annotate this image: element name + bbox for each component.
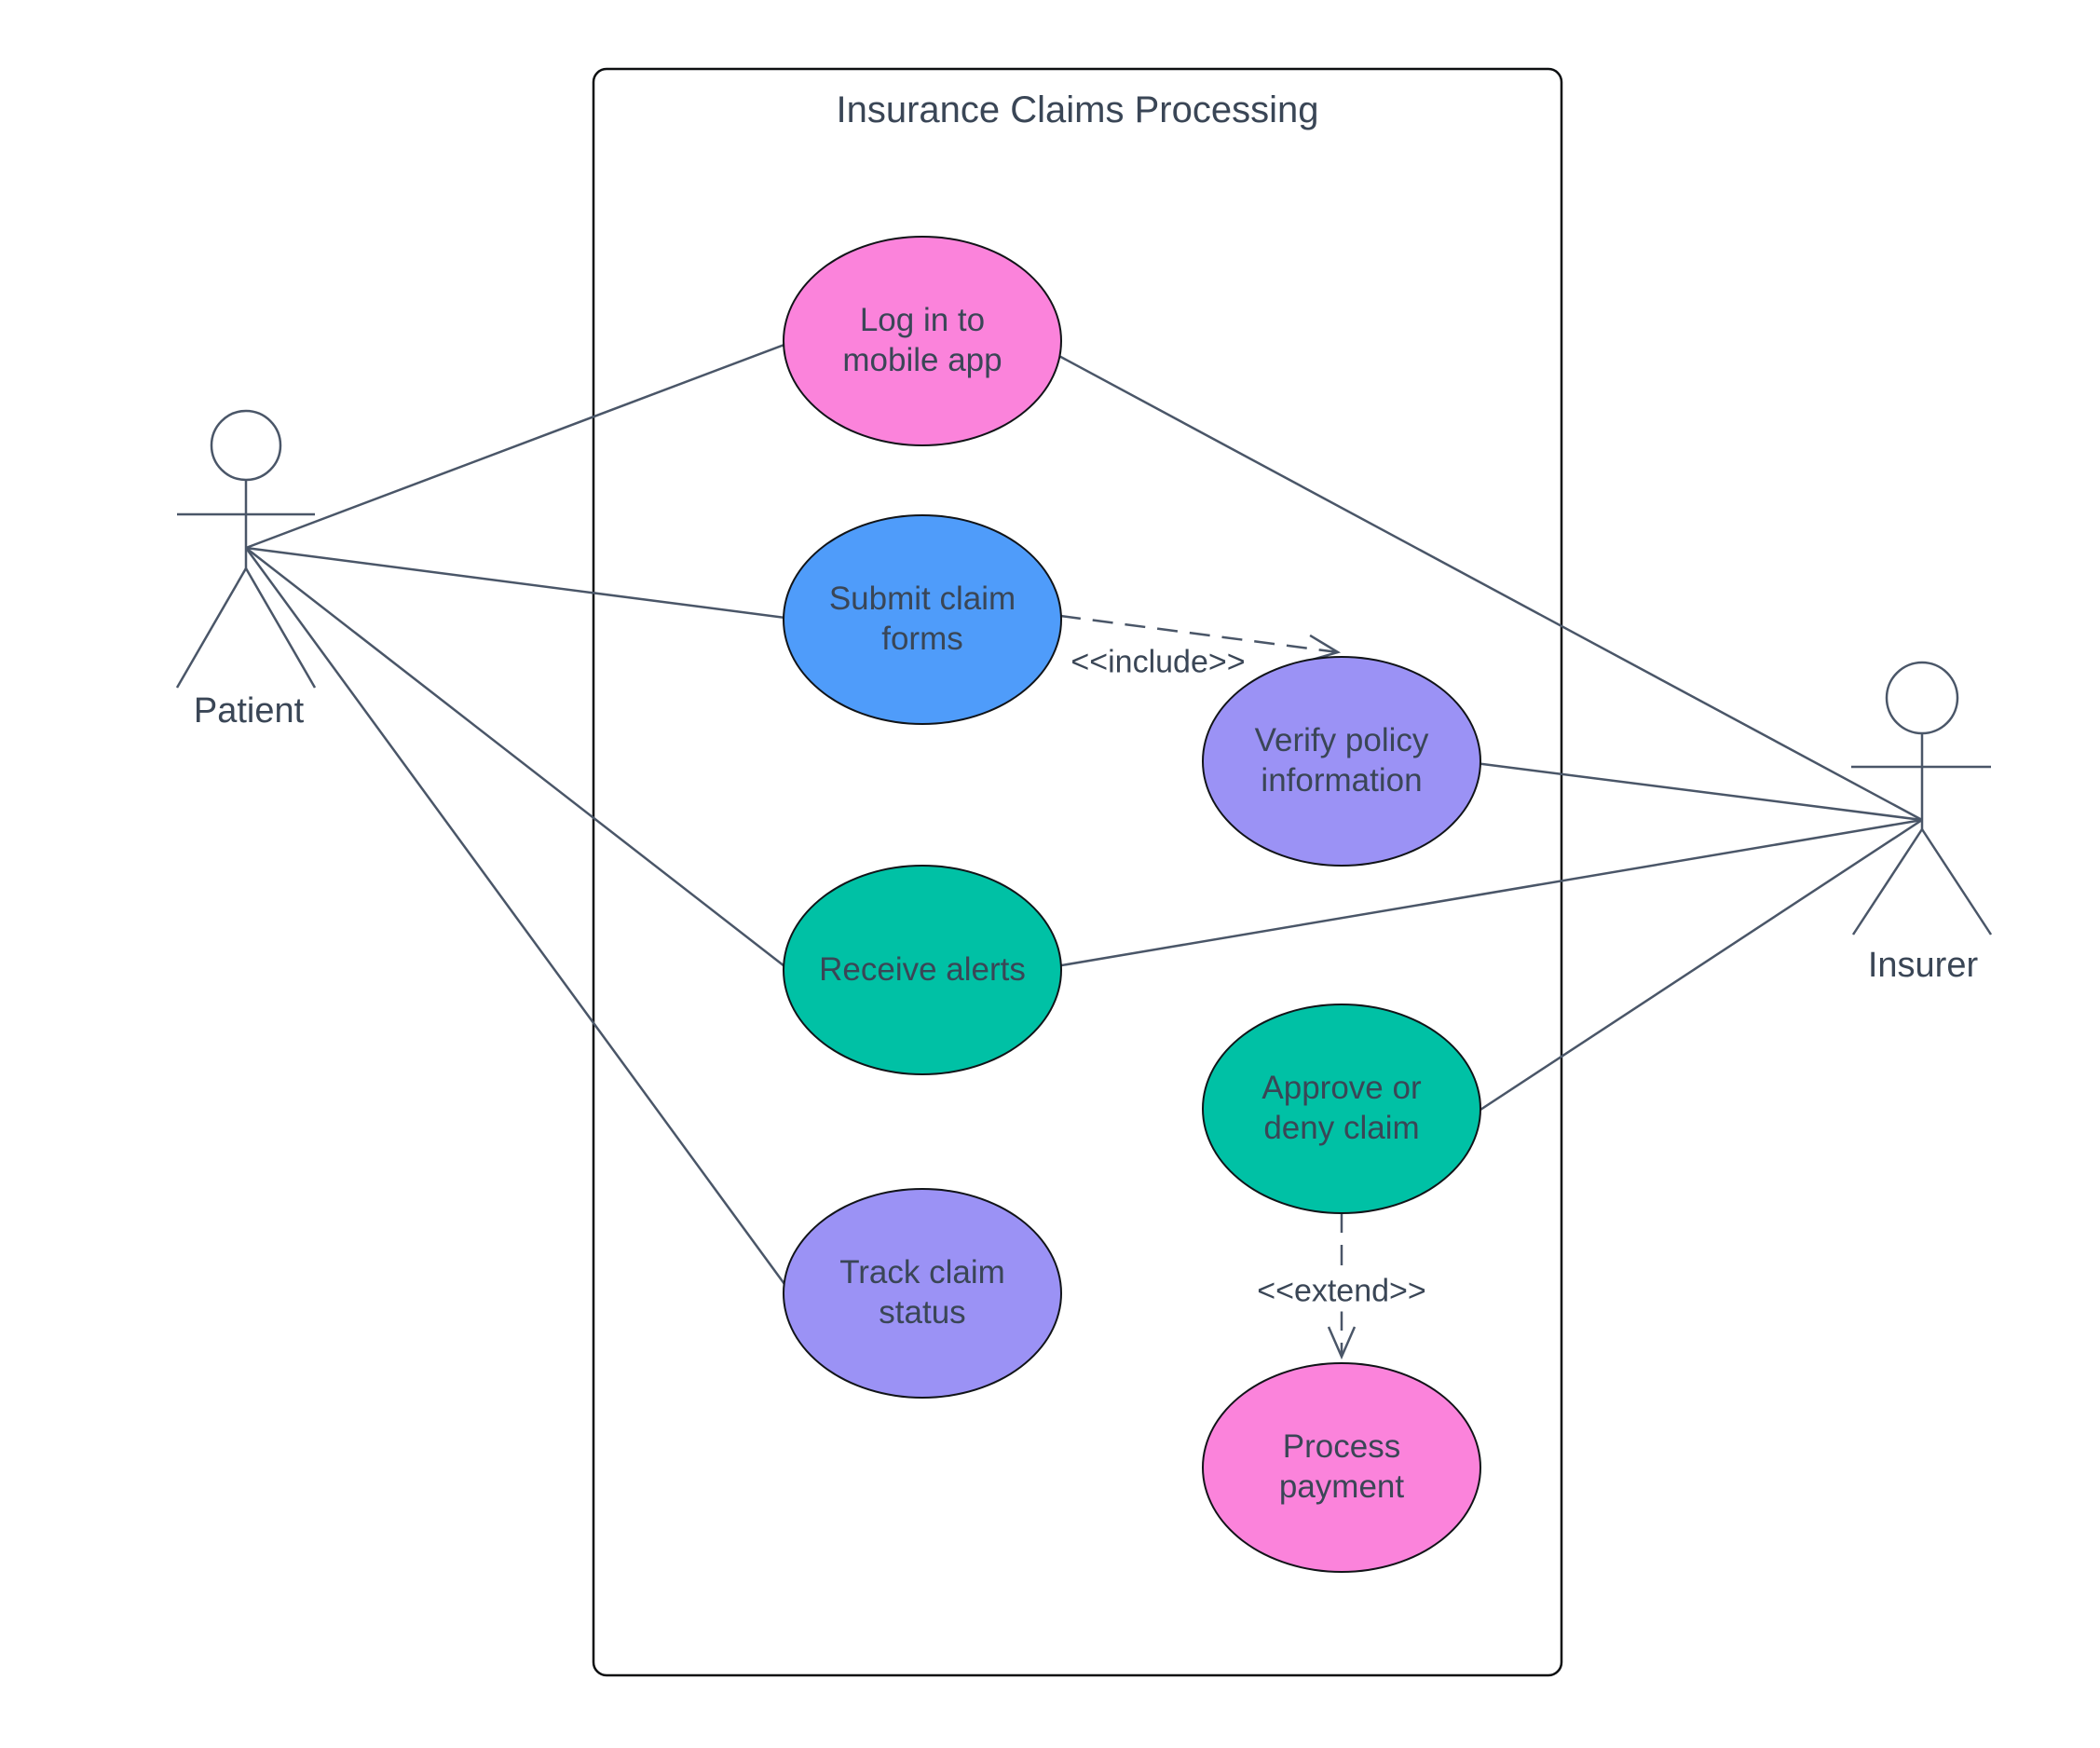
use-case-alerts: Receive alerts: [783, 865, 1062, 1075]
patient-left-leg: [175, 567, 248, 689]
actor-patient-figure: [175, 409, 317, 689]
use-case-track-label: Track claim status: [839, 1254, 1005, 1331]
use-case-payment-label: Process payment: [1278, 1428, 1405, 1505]
use-case-payment: Process payment: [1202, 1362, 1481, 1573]
use-case-login: Log in to mobile app: [783, 236, 1062, 446]
edge-insurer-verify: [1452, 758, 1923, 822]
use-case-submit-label: Submit claim forms: [828, 580, 1016, 657]
edge-patient-login: [245, 322, 839, 550]
edge-patient-alerts: [245, 547, 839, 1009]
extend-edge-label: <<extend>>: [1249, 1271, 1434, 1312]
edge-insurer-approve: [1452, 818, 1923, 1129]
patient-right-leg: [244, 567, 317, 689]
use-case-verify: Verify policy information: [1202, 656, 1481, 867]
insurer-left-leg: [1851, 828, 1924, 935]
use-case-login-label: Log in to mobile app: [842, 302, 1002, 378]
use-case-approve: Approve or deny claim: [1202, 1004, 1481, 1214]
edge-include-submit-verify: [1059, 614, 1342, 662]
actor-insurer-figure: [1851, 661, 1993, 935]
use-case-submit: Submit claim forms: [783, 514, 1062, 725]
edge-patient-submit: [245, 546, 858, 629]
use-case-track: Track claim status: [783, 1188, 1062, 1399]
insurer-head: [1885, 661, 1959, 735]
patient-head: [210, 409, 282, 482]
include-edge-label: <<include>>: [1070, 644, 1246, 680]
edge-insurer-alerts: [1033, 818, 1923, 972]
use-case-alerts-label: Receive alerts: [819, 950, 1026, 988]
use-case-verify-label: Verify policy information: [1254, 722, 1429, 799]
actor-insurer-label: Insurer: [1867, 946, 1979, 985]
diagram-title: Insurance Claims Processing: [836, 89, 1319, 130]
edge-insurer-login: [1043, 346, 1923, 822]
insurer-right-leg: [1920, 828, 1993, 935]
use-case-approve-label: Approve or deny claim: [1261, 1070, 1422, 1146]
edge-patient-track: [244, 547, 822, 1333]
actor-patient-label: Patient: [193, 691, 305, 731]
